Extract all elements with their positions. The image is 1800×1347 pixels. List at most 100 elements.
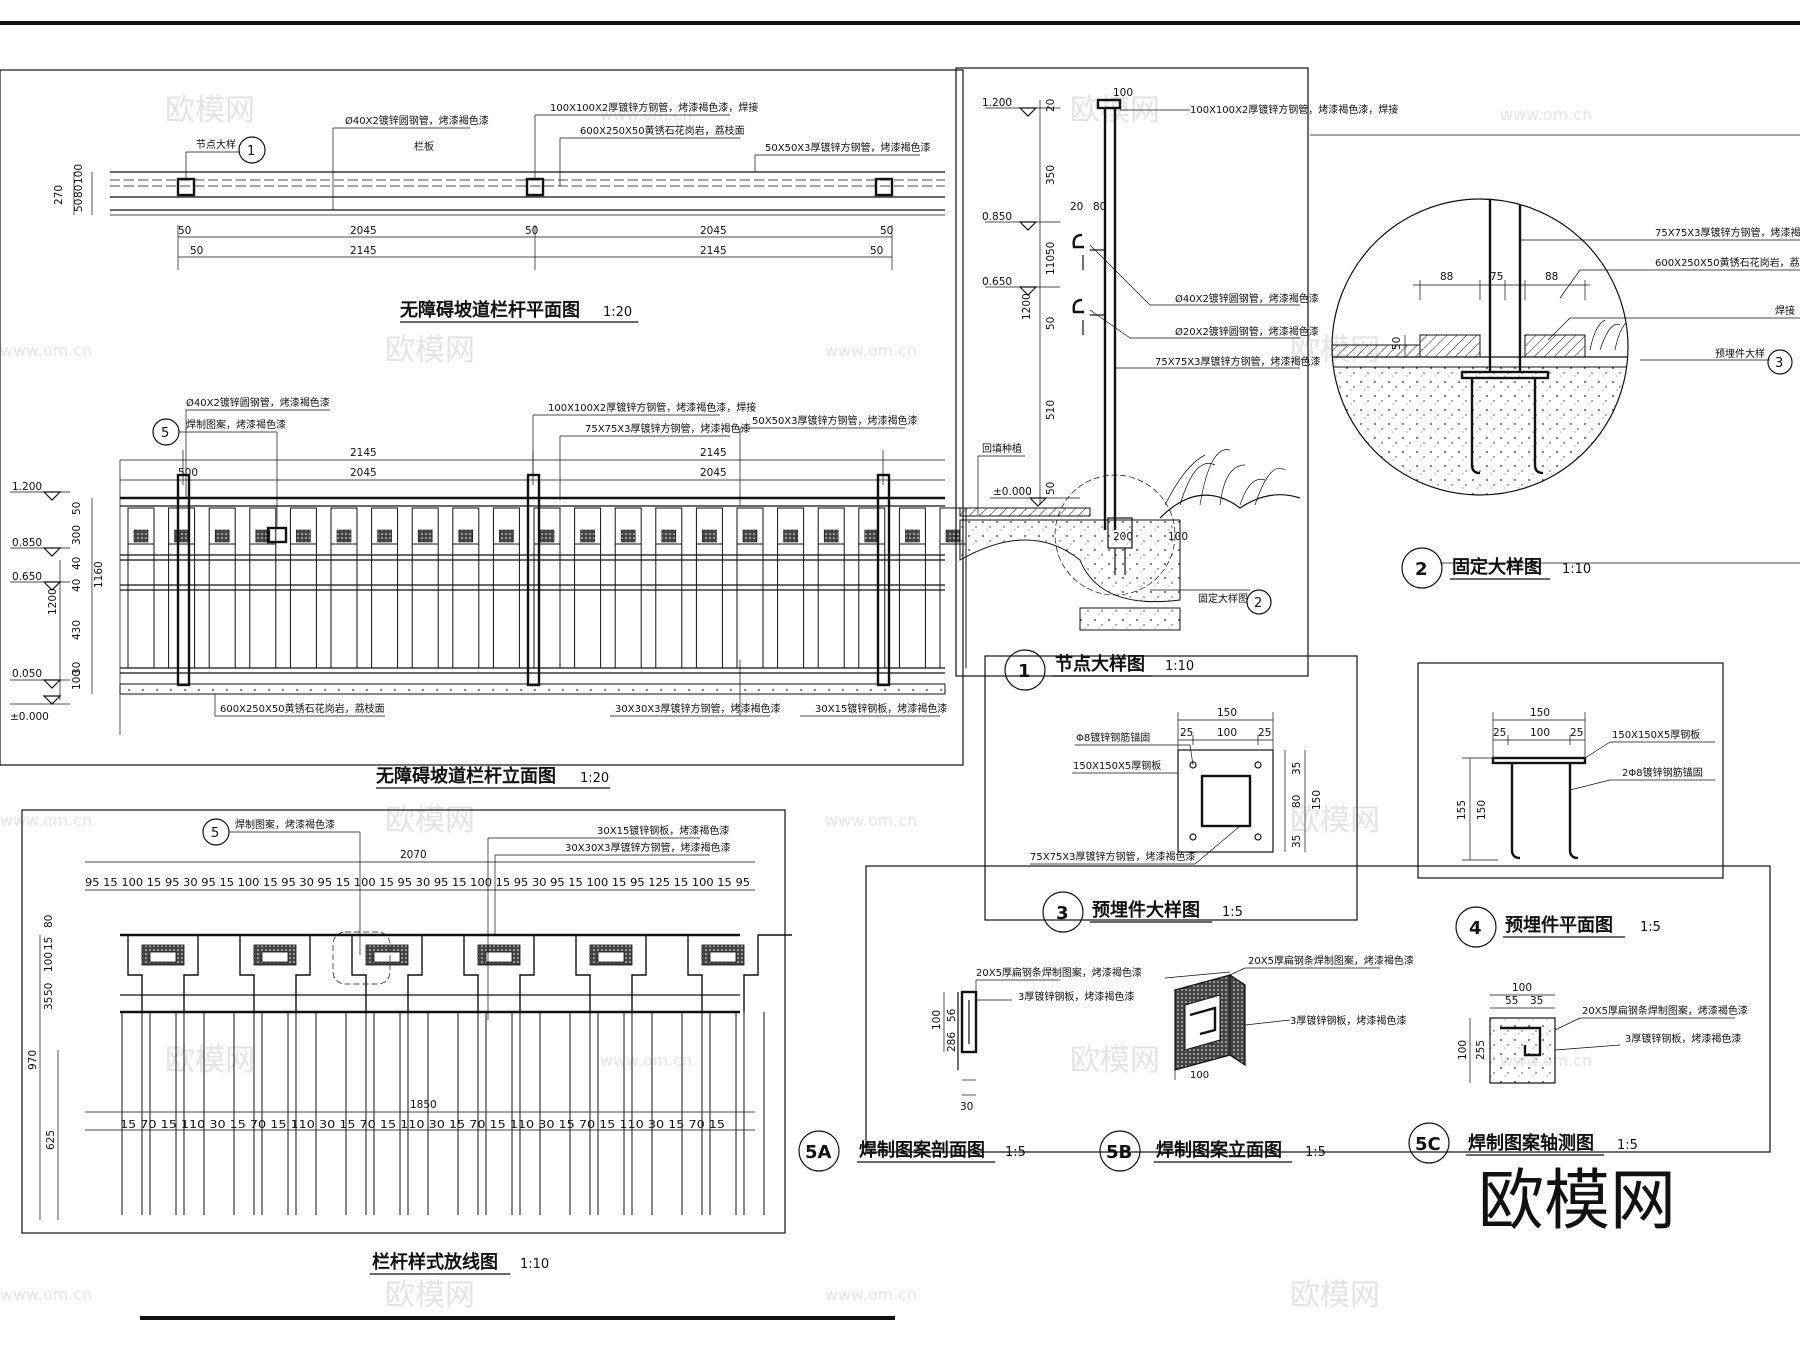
embed-dim: 35 [1291, 762, 1303, 775]
railing-layout-view: 2070 95 15 100 15 95 30 95 15 100 15 95 … [21, 809, 792, 1275]
node-dim: 100 [1113, 87, 1133, 99]
embed-note-anchor: Φ8镀锌钢筋锚固 [1076, 731, 1150, 744]
embed-plan-dim: 155 [1456, 800, 1468, 820]
watermark-brand: 欧模网 [385, 803, 475, 838]
plan-dim: 50 [73, 199, 85, 212]
weld-dim: 56 [946, 1008, 958, 1022]
elev-level: 0.050 [12, 668, 42, 680]
embed-dim: 100 [1217, 727, 1237, 739]
embed-title-marker: 3 [1056, 903, 1069, 924]
embed-dim: 35 [1291, 835, 1303, 848]
weld-c-marker: 5C [1415, 1134, 1441, 1155]
node-title: 节点大样图 [1055, 653, 1145, 675]
elevation-bay [614, 507, 642, 668]
embed-plate [1177, 749, 1274, 853]
elevation-bay [127, 507, 155, 668]
weld-c-note-plate: 3厚镀锌钢板，烤漆褐色漆 [1625, 1032, 1741, 1045]
elevation-bay [411, 507, 439, 668]
embed-marker-ref: 3 [1775, 356, 1783, 371]
fix-marker-circle [1246, 589, 1272, 615]
elev-note-post: 100X100X2厚镀锌方钢管，烤漆褐色漆，焊接 [548, 401, 756, 414]
plan-post [874, 177, 894, 197]
embed-dim: 80 [1291, 795, 1303, 808]
weld-pattern-highlight [266, 526, 288, 544]
watermark-url: www.om.cn [825, 1285, 917, 1304]
elev-dim: 100 [71, 670, 83, 690]
elev-note-tube30: 30X30X3厚镀锌方钢管，烤漆褐色漆 [615, 702, 781, 715]
layout-bay [680, 934, 792, 1215]
layout-scale: 1:10 [520, 1257, 549, 1272]
node-note-post75: 75X75X3厚镀锌方钢管，烤漆褐色漆 [1155, 355, 1321, 368]
elev-note-stone: 600X250X50黄锈石花岗岩，荔枝面 [220, 702, 385, 715]
embed-plan-plate [1491, 756, 1587, 765]
elev-dim: 500 [178, 467, 198, 479]
elevation-bay [736, 507, 764, 668]
layout-note-weld: 焊制图案，烤漆褐色漆 [235, 818, 335, 831]
fix-dim: 88 [1440, 271, 1453, 283]
plan-dim: 80 [73, 185, 85, 198]
layout-note-tube: 30X30X3厚镀锌方钢管，烤漆褐色漆 [565, 841, 731, 854]
elevation-title: 无障碍坡道栏杆立面图 [376, 765, 556, 787]
plan-elevation-frame [0, 69, 964, 766]
embed-scale: 1:5 [1222, 905, 1243, 920]
elevation-bay [289, 507, 317, 668]
weld-dim: 100 [931, 1010, 943, 1030]
layout-weld-marker: 5 [211, 826, 219, 841]
node-level: 1.200 [982, 97, 1012, 109]
node-dim: 50 [1045, 317, 1057, 330]
weld-c-marker-circle [1408, 1122, 1450, 1164]
watermark-url: www.om.cn [600, 1051, 692, 1070]
fix-marker-ref: 2 [1254, 596, 1262, 611]
plan-dim: 50 [870, 245, 883, 257]
node-dim: 110 [1045, 255, 1057, 275]
embed-note-plate: 150X150X5厚钢板 [1073, 759, 1161, 772]
weld-a-marker-circle [798, 1130, 840, 1172]
plan-dim: 2145 [700, 245, 727, 257]
plan-post [176, 177, 196, 197]
fix-dim: 50 [1391, 337, 1403, 350]
elevation-bay [777, 507, 805, 668]
fix-title: 固定大样图 [1452, 556, 1542, 578]
layout-total: 2070 [400, 849, 427, 861]
embed-dim: 150 [1311, 790, 1323, 810]
plan-note-pipe: Ø40X2镀锌圆钢管，烤漆褐色漆 [345, 114, 489, 127]
watermark-brand: 欧模网 [1290, 1278, 1380, 1313]
elevation-post [176, 473, 191, 687]
elevation-bay [249, 507, 277, 668]
embed-plan-dim: 25 [1570, 727, 1583, 739]
fix-dim: 75 [1490, 271, 1503, 283]
embed-detail-view: 150 25 100 25 35 80 35 150 Φ8镀锌钢筋锚固 150X… [984, 655, 1358, 933]
layout-dim: 80 [43, 915, 55, 928]
node-scale: 1:10 [1165, 659, 1194, 674]
embed-plan-scale: 1:5 [1640, 920, 1661, 935]
elev-dim: 1200 [47, 588, 59, 615]
node-marker-circle [238, 136, 266, 164]
watermark-url: www.om.cn [0, 1285, 92, 1304]
railing-plan-view: 50 50 50 2045 2045 2145 2145 50 50 270 5… [0, 69, 964, 766]
weld-section-outline [960, 990, 978, 1054]
plan-title: 无障碍坡道栏杆平面图 [400, 299, 580, 321]
elevation-bay [492, 507, 520, 668]
weld-c-note-flat: 20X5厚扁钢条焊制图案，烤漆褐色漆 [1582, 1004, 1748, 1017]
layout-title: 栏杆样式放线图 [372, 1251, 498, 1273]
node-dim: 200 [1113, 531, 1133, 543]
layout-bay [456, 934, 568, 1215]
watermark-brand: 欧模网 [1070, 1043, 1160, 1078]
plan-dim: 2045 [350, 225, 377, 237]
node-dim: 510 [1045, 400, 1057, 420]
embed-dim: 150 [1217, 707, 1237, 719]
watermark-brand: 欧模网 [385, 1278, 475, 1313]
plan-note-angle: 50X50X3厚镀锌方钢管，烤漆褐色漆 [765, 141, 931, 154]
elev-level: 1.200 [12, 481, 42, 493]
elevation-bay [695, 507, 723, 668]
elevation-bay [371, 507, 399, 668]
elevation-bay [533, 507, 561, 668]
elevation-bay [898, 507, 926, 668]
weld-pattern-views: 100 56 286 30 20X5厚扁钢条焊制图案，烤漆褐色漆 3厚镀锌钢板，… [798, 865, 1771, 1172]
elevation-bay [817, 507, 845, 668]
node-dim: 1200 [1021, 293, 1033, 320]
embed-detail-frame [984, 655, 1358, 921]
node-level: 0.850 [982, 211, 1012, 223]
plan-note-post: 100X100X2厚镀锌方钢管，烤漆褐色漆，焊接 [550, 101, 758, 114]
